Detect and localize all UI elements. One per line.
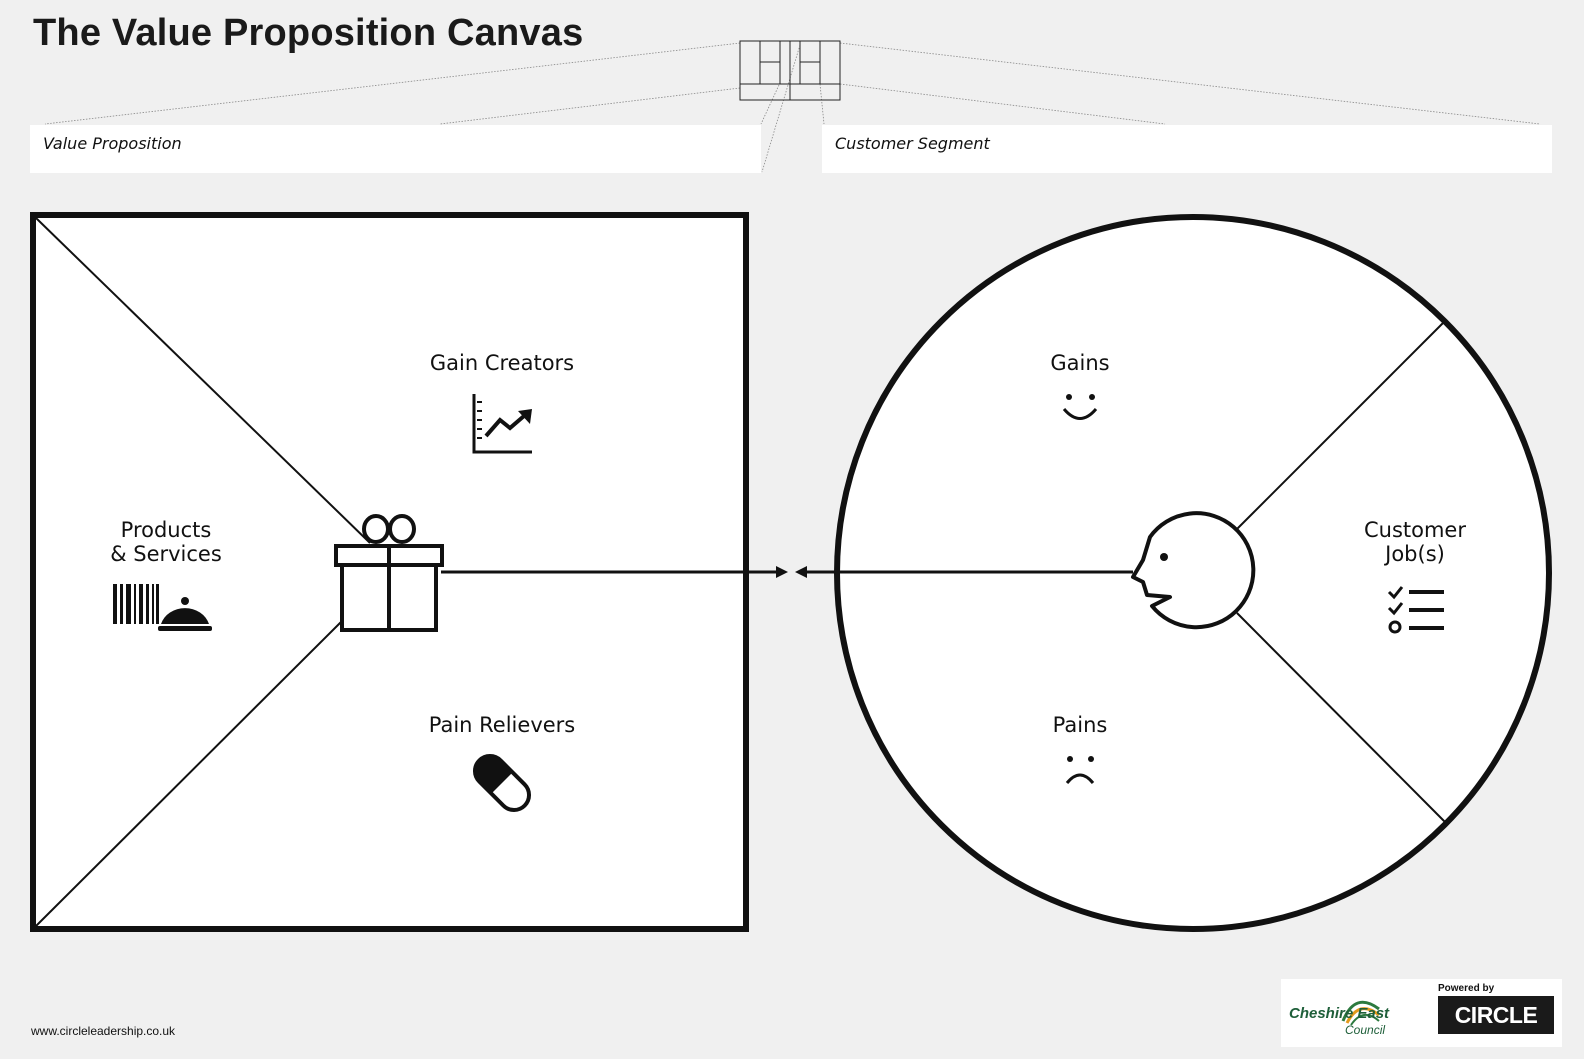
pill-icon (472, 753, 532, 813)
footer-logos: Cheshire East Council Powered by CIRCLE (1281, 979, 1562, 1047)
value-proposition-label: Value Proposition (43, 134, 182, 153)
council-emblem-icon (1341, 1000, 1380, 1026)
gain-creators-label: Gain Creators (429, 351, 575, 375)
smile-icon (1062, 394, 1098, 420)
website-link[interactable]: www.circleleadership.co.uk (31, 1024, 176, 1038)
circle-logo: CIRCLE (1438, 996, 1554, 1034)
mini-canvas-diagram (44, 40, 1541, 173)
customer-segment-field[interactable]: Customer Segment (822, 125, 1552, 173)
customer-segment-label: Customer Segment (835, 134, 990, 153)
council-logo-subtext: Council (1345, 1023, 1386, 1037)
powered-by-label: Powered by (1438, 983, 1495, 994)
customer-jobs-label: Customer Job(s) (1363, 518, 1466, 566)
pains-label: Pains (1052, 713, 1108, 737)
checklist-icon (1387, 586, 1444, 634)
pain-relievers-label: Pain Relievers (428, 713, 576, 737)
frown-icon (1065, 756, 1095, 784)
value-proposition-field[interactable]: Value Proposition (30, 125, 761, 173)
cloche-icon (158, 597, 212, 631)
chart-up-icon (472, 394, 532, 454)
page-title: The Value Proposition Canvas (33, 12, 584, 54)
council-logo-text: Cheshire East (1289, 1005, 1390, 1022)
barcode-icon (113, 584, 159, 624)
face-icon (1131, 511, 1256, 630)
gift-icon (334, 514, 444, 632)
gains-label: Gains (1050, 351, 1110, 375)
fit-arrows (746, 566, 838, 578)
circle-logo-text: CIRCLE (1454, 1002, 1538, 1028)
products-services-label: Products & Services (110, 518, 222, 566)
